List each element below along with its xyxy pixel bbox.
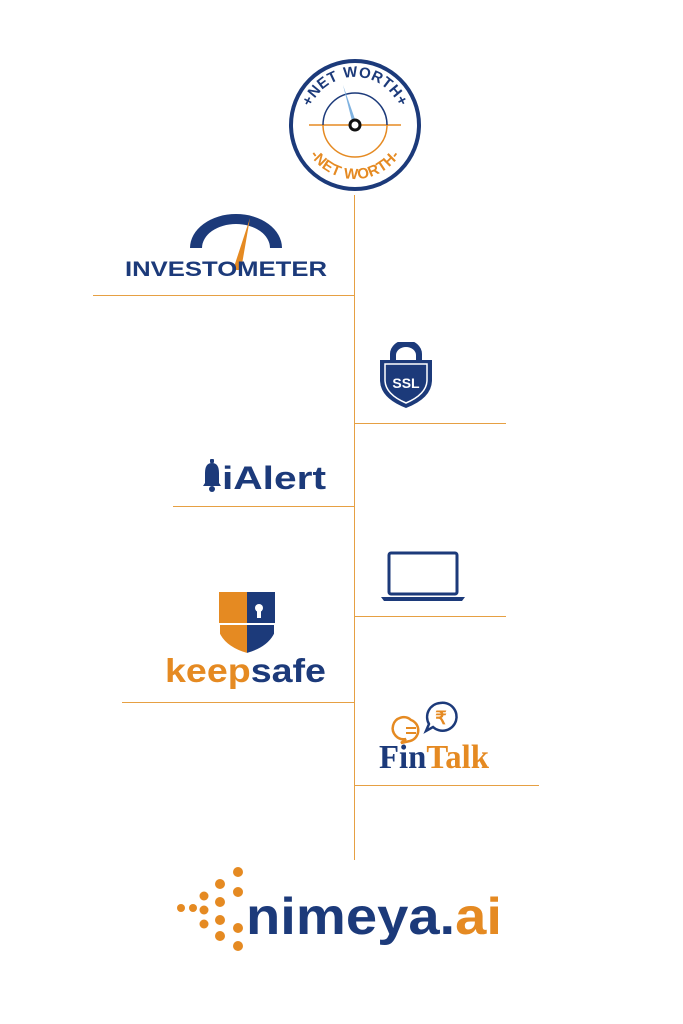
timeline-branch-keepsafe	[122, 702, 355, 703]
nimeya-label-main: nimeya.	[246, 888, 455, 946]
laptop-icon	[381, 551, 465, 601]
investometer-label: INVESTOMETER	[125, 258, 327, 281]
keepsafe-label-safe: safe	[251, 652, 326, 689]
timeline-branch-investometer	[93, 295, 355, 296]
timeline-branch-ssl	[354, 423, 506, 424]
svg-text:nimeya.ai: nimeya.ai	[246, 888, 502, 946]
fintalk-label-fin: Fin	[379, 739, 426, 776]
bell-icon	[203, 459, 221, 492]
rupee-symbol: ₹	[435, 708, 447, 728]
fintalk-label-talk: Talk	[426, 739, 489, 776]
nimeya-logo: nimeya.ai	[177, 867, 502, 951]
chat-bubble-icon: ₹	[391, 701, 458, 745]
timeline-branch-laptop	[354, 616, 506, 617]
networth-logo: +NET WORTH+ -NET WORTH-	[289, 59, 421, 191]
ssl-label: SSL	[392, 375, 420, 391]
dot-pattern-icon	[177, 867, 243, 951]
ssl-logo: SSL	[380, 342, 432, 408]
ialert-label: iAlert	[222, 460, 326, 496]
fintalk-logo: ₹ FinTalk	[379, 701, 489, 776]
ialert-logo: iAlert	[203, 459, 326, 496]
svg-text:FinTalk: FinTalk	[379, 739, 489, 776]
keyhole-shield-icon	[218, 592, 276, 656]
investometer-logo: INVESTOMETER	[125, 214, 327, 281]
shield-lock-icon	[380, 342, 432, 408]
laptop-logo	[381, 551, 465, 601]
nimeya-label-ai: ai	[455, 888, 502, 946]
keepsafe-label-keep: keep	[165, 652, 251, 689]
timeline-vertical-line	[354, 195, 355, 860]
gauge-needle-icon	[343, 85, 357, 125]
timeline-branch-ialert	[173, 506, 355, 507]
gauge-icon	[190, 214, 282, 270]
timeline-branch-fintalk	[354, 785, 539, 786]
